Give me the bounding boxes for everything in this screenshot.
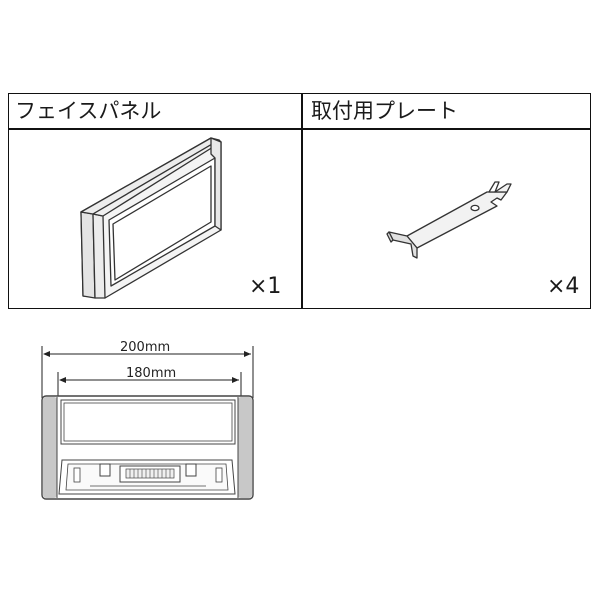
- face-panel-title: フェイスパネル: [15, 99, 162, 123]
- parts-table: フェイスパネル 取付用プレート ×1 ×4: [8, 93, 591, 309]
- mounting-plate-illustration: [386, 181, 512, 259]
- inner-width-label: 180mm: [126, 366, 177, 381]
- header-row-divider: [9, 128, 590, 130]
- mounting-plate-title: 取付用プレート: [311, 99, 458, 123]
- face-panel-illustration: [80, 137, 222, 299]
- column-divider: [301, 94, 303, 308]
- outer-width-label: 200mm: [120, 340, 171, 355]
- dimension-drawing: [41, 346, 254, 500]
- face-panel-quantity: ×1: [249, 274, 282, 299]
- mounting-plate-quantity: ×4: [547, 274, 580, 299]
